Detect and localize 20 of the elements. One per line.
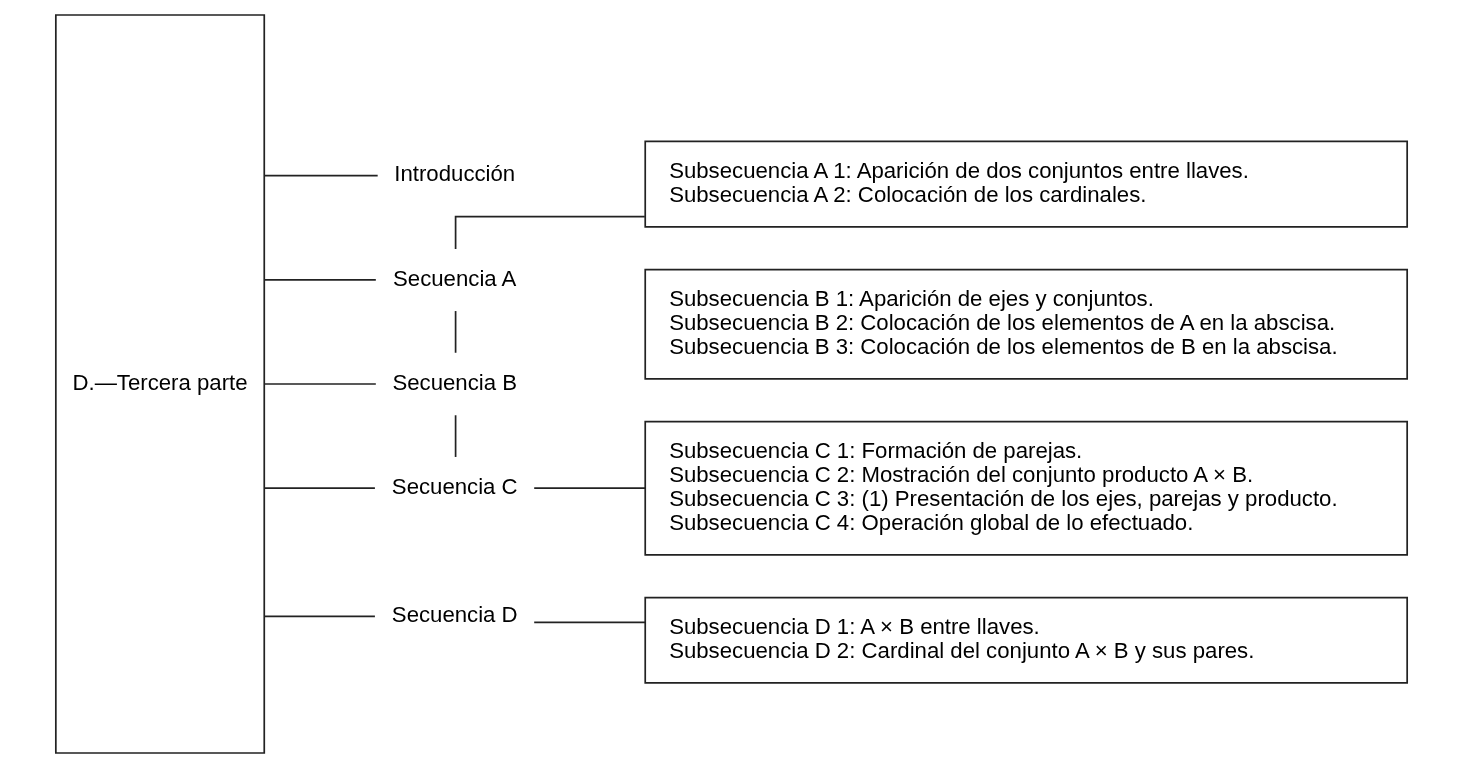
connector (263, 615, 376, 618)
node-text: Secuencia A (392, 265, 516, 291)
node-text: Secuencia D (391, 602, 518, 628)
node-text: Secuencia B (391, 369, 517, 395)
connector (532, 487, 646, 490)
node-text: Secuencia C (391, 474, 518, 500)
node-box: Subsecuencia A 1: Aparición de dos conjuntos entre llaves. Subsecuencia A 2: Colocación de los cardinales. (643, 140, 1408, 228)
connector (263, 383, 377, 385)
connector (454, 310, 456, 354)
node-box: Subsecuencia D 1: A × B entre llaves. Subsecuencia D 2: Cardinal del conjunto A × B y sus pares. (643, 596, 1408, 684)
connector (454, 215, 646, 250)
connector (532, 621, 646, 624)
connector (263, 278, 377, 281)
connector (263, 174, 379, 177)
node-box: Subsecuencia C 1: Formación de parejas. Subsecuencia C 2: Mostración del conjunto producto A × B. Subsecuencia C 3: (1) Presentación de los ejes, parejas y producto. Subsecuencia C 4: Operación global de lo efectuado. (643, 420, 1408, 556)
connector (454, 414, 456, 458)
node-text: Introducción (393, 161, 515, 187)
node-box: Subsecuencia B 1: Aparición de ejes y conjuntos. Subsecuencia B 2: Colocación de los elementos de A en la abscisa. Subsecuencia B 3: Colocación de los elementos de B en la abscisa. (643, 268, 1408, 380)
node-box: D.—Tercera parte (54, 14, 265, 754)
connector (263, 487, 376, 490)
